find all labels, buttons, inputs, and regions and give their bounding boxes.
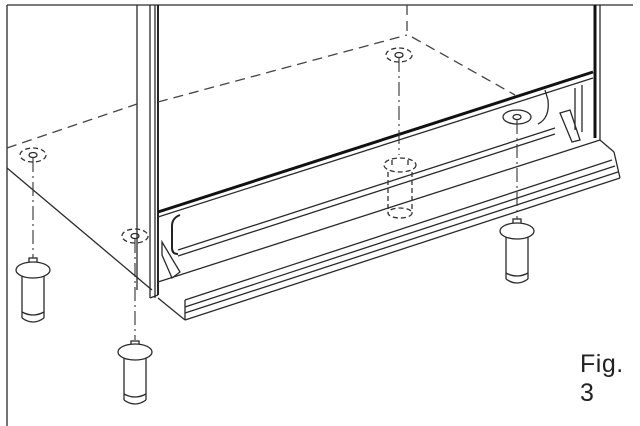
base-plinth	[157, 139, 621, 321]
base-top-rail	[157, 70, 594, 218]
base-inner-channel	[171, 89, 556, 257]
foot-front-left	[15, 257, 51, 323]
floor-outline-dashed	[6, 5, 516, 149]
cabinet-side-panel	[6, 5, 159, 299]
corner-bracket-right	[559, 109, 581, 143]
foot-socket-rear	[385, 47, 413, 63]
alignment-axes	[32, 58, 518, 340]
foot-front-right	[499, 218, 535, 284]
figure-caption: Fig. 3	[580, 350, 624, 407]
foot-front-middle	[117, 340, 153, 405]
image-frame	[6, 4, 633, 426]
foot-socket-left	[19, 147, 47, 163]
foot-socket-middle	[121, 228, 149, 244]
corner-bracket-left	[161, 239, 181, 280]
foot-rear-hidden	[383, 157, 417, 219]
